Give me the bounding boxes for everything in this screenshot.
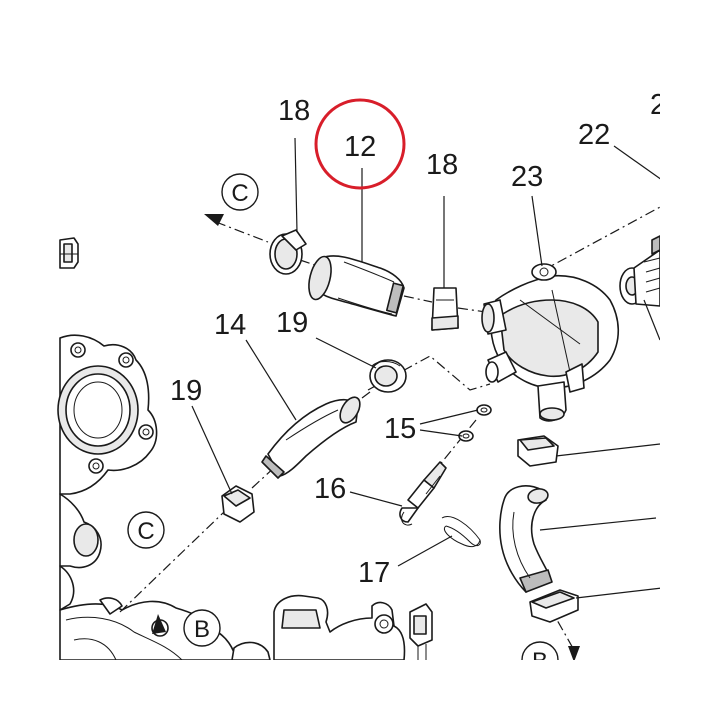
label-15[interactable]: 15 [384,413,416,445]
label-17[interactable]: 17 [358,557,390,589]
connector-c-left-label: C [137,518,154,545]
frame-mask-right [660,0,720,720]
hose-14[interactable] [261,394,364,479]
frame-mask-bottom [0,660,720,720]
left-clip-fitting [59,237,79,269]
connector-b-bottom-label: B [194,616,210,643]
label-19-lower[interactable]: 19 [170,375,202,407]
direction-arrows [152,214,580,662]
seal-19-upper[interactable] [369,359,407,393]
arrow-down-to-b-icon [568,646,580,662]
part-labels: 18 12 18 23 22 2 14 19 19 15 16 17 [170,89,666,589]
hose-12[interactable] [305,254,405,317]
o-rings-15[interactable] [458,404,492,442]
sensor-16[interactable] [399,461,447,526]
label-16[interactable]: 16 [314,473,346,505]
highlight-ring-12 [314,98,406,190]
connector-c-left[interactable]: C [127,511,165,549]
cylinder-head-bottom [231,594,433,661]
seal-19-lower[interactable] [221,485,255,523]
arrow-to-b-icon [152,614,166,634]
hose-lower-right[interactable] [499,485,553,593]
connector-b-bottom[interactable]: B [183,609,221,647]
label-23[interactable]: 23 [511,161,543,193]
thermostat-22[interactable] [619,235,661,307]
clip-17[interactable] [441,516,481,548]
label-19-upper[interactable]: 19 [276,307,308,339]
label-14[interactable]: 14 [214,309,246,341]
thermostat-housing-23[interactable] [481,263,620,422]
arrow-to-c-top-icon [204,214,224,226]
engine-block [57,334,237,661]
label-18-upper[interactable]: 18 [278,95,310,127]
label-12[interactable]: 12 [344,131,376,163]
clamp-18-right[interactable] [431,287,459,331]
label-18-right[interactable]: 18 [426,149,458,181]
leader-lines [191,137,663,599]
connector-c-top[interactable]: C [221,173,259,211]
clamp-18-left[interactable] [269,229,307,275]
clamp-upper-right[interactable] [517,435,559,467]
connector-c-top-label: C [231,180,248,207]
label-22[interactable]: 22 [578,119,610,151]
clamp-lower-right[interactable] [529,589,579,623]
